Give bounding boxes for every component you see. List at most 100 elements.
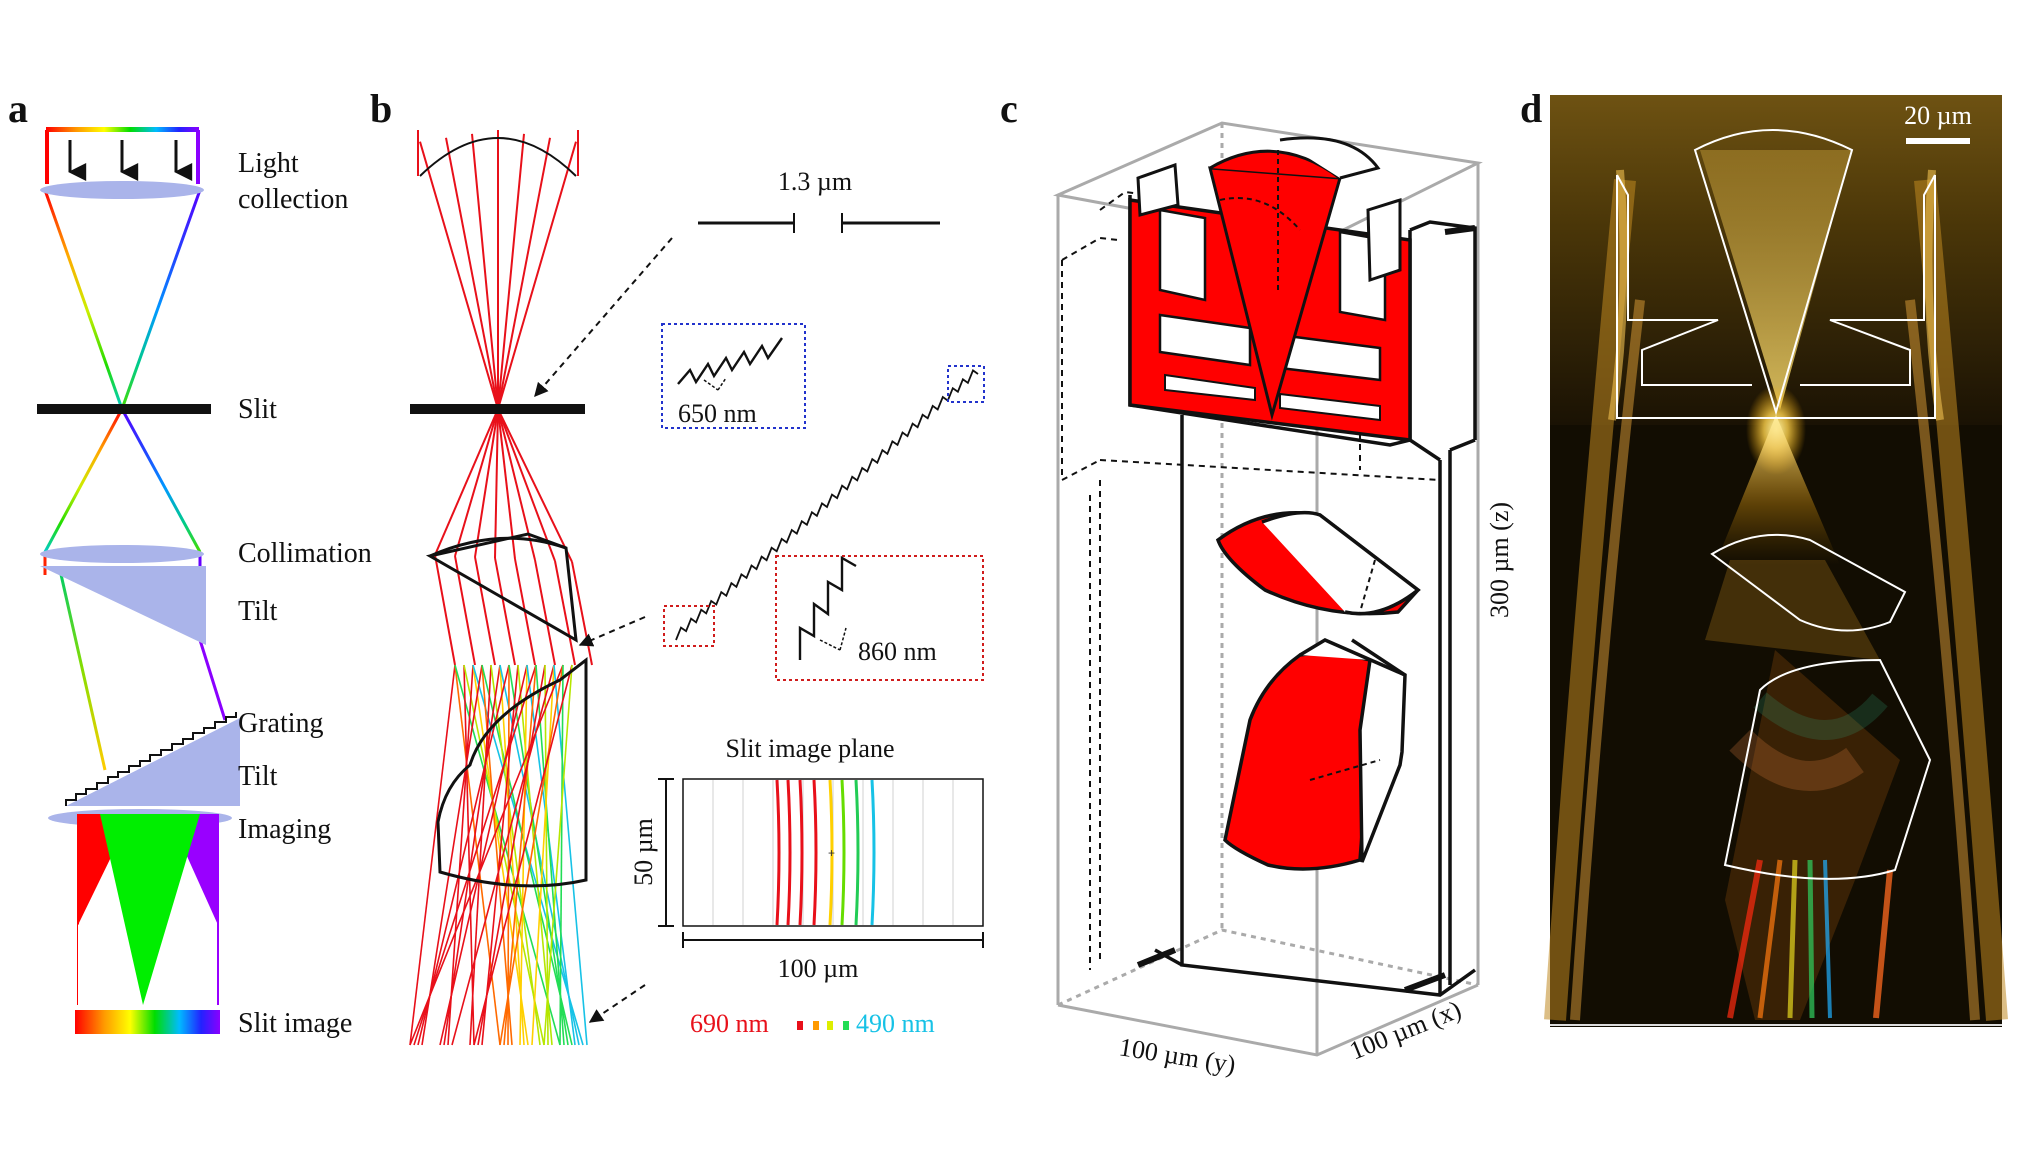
b-plot-center-mark: +	[828, 846, 835, 860]
b-zoom-box-red: 860 nm	[663, 555, 984, 681]
c-top-block	[1128, 136, 1412, 442]
b-slit-image-plot: Slit image plane + 50 µm 100 µm	[629, 734, 984, 983]
b-collimator-lens	[425, 532, 578, 643]
b-arrow-lens	[578, 616, 646, 647]
b-ray-mid-b-6	[554, 560, 576, 666]
b-ray-low-12-0	[409, 664, 564, 1046]
b-ray-low-0-3	[454, 664, 501, 1046]
b-ray-mid-b-0	[434, 554, 456, 666]
b-plot-xlabel: 100 µm	[778, 954, 859, 983]
label-light: Light	[238, 148, 299, 179]
b-plot-spectral-line-5	[840, 779, 846, 926]
label-slit-image: Slit image	[238, 1008, 352, 1039]
panel-letter-a: a	[8, 86, 28, 131]
b-ray-mid-b-2	[474, 556, 496, 666]
d-scale-bar-label: 20 µm	[1904, 101, 1972, 130]
b-ray-mid-b-3	[494, 557, 516, 666]
b-ray-top-0	[419, 141, 499, 410]
b-ray-low-10-5	[544, 664, 549, 1046]
b-ray-low-8-7	[526, 664, 576, 1046]
b-ray-mid-b-5	[534, 559, 556, 666]
panel-b: b 1.3 µm	[370, 86, 985, 1046]
b-ray-low-8-1	[439, 664, 528, 1046]
b-arrow-image	[588, 984, 646, 1023]
b-plot-spectral-line-4	[828, 779, 834, 926]
b-legend-dot-orange	[813, 1021, 819, 1030]
label-imaging: Imaging	[238, 814, 331, 845]
b-rays-imaging	[409, 664, 588, 1046]
b-ray-low-13-2	[473, 664, 573, 1046]
c-imaging-lens	[1223, 638, 1407, 871]
b-ray-low-0-0	[409, 664, 456, 1046]
b-plot-spectral-line-6	[854, 779, 860, 926]
b-ray-mid-a-1	[454, 408, 499, 557]
b-plot-title: Slit image plane	[726, 734, 895, 763]
b-plot-ylabel: 50 µm	[629, 818, 658, 886]
b-ray-low-6-3	[507, 664, 510, 1046]
panel-letter-c: c	[1000, 86, 1018, 131]
c-foot-left	[1136, 947, 1177, 968]
b-slit-width-label: 1.3 µm	[778, 167, 852, 196]
b-plot-spectral-line-1	[786, 779, 792, 926]
b-plot-spectral-lines	[775, 779, 876, 926]
b-ray-low-11-7	[553, 664, 588, 1046]
panel-a: a	[8, 86, 372, 1039]
label-grating: Grating	[238, 708, 324, 739]
b-rays-converging	[419, 130, 577, 410]
c-axis-z-label: 300 µm (z)	[1485, 502, 1514, 618]
b-zoom-box-blue: 650 nm	[661, 323, 985, 429]
b-ray-low-12-3	[499, 664, 564, 1046]
slit-bar	[37, 404, 211, 414]
b-ray-mid-b-7	[571, 561, 593, 666]
b-ray-top-5	[497, 137, 551, 410]
d-optics-outline	[1616, 129, 1936, 880]
b-slit-width-indicator: 1.3 µm	[698, 167, 940, 233]
panel-letter-d: d	[1520, 86, 1542, 131]
b-ray-mid-a-4	[497, 408, 516, 560]
b-plot-spectral-line-2	[798, 779, 804, 926]
b-ray-low-12-6	[559, 664, 564, 1046]
b-ray-low-1-5	[463, 664, 545, 1046]
b-top-arc	[419, 137, 577, 177]
b-arrow-slit	[534, 237, 673, 398]
b-imaging-lens	[436, 656, 588, 888]
d-scale-bar: 20 µm	[1904, 101, 1972, 144]
b-legend-690: 690 nm	[690, 1009, 769, 1038]
b-ray-mid-a-0	[434, 408, 499, 556]
c-foot-right	[1403, 972, 1447, 993]
imaging-green-region	[100, 814, 200, 1005]
panel-letter-b: b	[370, 86, 392, 131]
label-collection: collection	[238, 184, 348, 215]
b-ray-mid-a-6	[497, 408, 556, 562]
b-zoom-blue-label: 650 nm	[678, 399, 757, 428]
b-plot-spectral-line-3	[812, 779, 818, 926]
grating-teeth	[65, 712, 237, 806]
b-ray-low-9-3	[503, 664, 537, 1046]
b-grating-profile	[675, 369, 979, 641]
c-collimator-lens	[1215, 510, 1421, 616]
label-tilt-2: Tilt	[238, 761, 278, 792]
b-ray-top-6	[497, 141, 577, 410]
b-legend-dot-green	[843, 1021, 849, 1030]
label-slit: Slit	[238, 394, 277, 425]
b-ray-mid-a-2	[474, 408, 499, 558]
b-ray-low-4-2	[469, 664, 492, 1046]
b-legend-490: 490 nm	[856, 1009, 935, 1038]
slit-image-spectrum	[75, 1010, 220, 1034]
b-ray-top-1	[445, 137, 499, 410]
b-ray-low-6-6	[508, 664, 569, 1046]
b-ray-low-9-6	[535, 664, 565, 1046]
d-simulation-image	[1544, 95, 2008, 1027]
b-ray-mid-a-3	[494, 408, 499, 559]
b-ray-top-2	[471, 133, 499, 410]
b-ray-mid-a-7	[497, 408, 573, 563]
b-legend-dot-yellow	[827, 1021, 833, 1030]
tilt-prism-2	[66, 718, 240, 806]
b-ray-low-2-1	[447, 664, 474, 1046]
b-plot-spectral-line-7	[870, 779, 876, 926]
b-ray-low-1-2	[463, 664, 475, 1046]
b-ray-low-13-5	[543, 664, 573, 1046]
label-collimation: Collimation	[238, 538, 372, 569]
tilt-prism-1	[40, 566, 206, 645]
